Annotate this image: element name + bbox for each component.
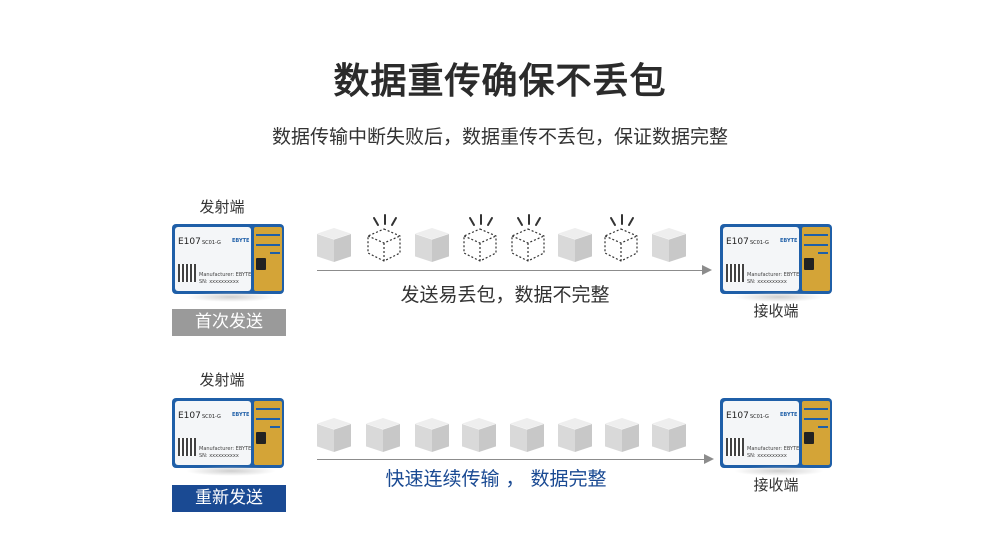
arrow-head-icon xyxy=(704,454,714,464)
module-model: E107 xyxy=(178,411,201,421)
module-manufacturer: Manufacturer: EBYTE xyxy=(199,446,252,452)
qr-code-icon xyxy=(726,264,744,282)
module-sn: SN: xxxxxxxxxx xyxy=(199,279,239,285)
module-brand: EBYTE xyxy=(232,412,250,418)
module-manufacturer: Manufacturer: EBYTE xyxy=(747,272,800,278)
module-brand: EBYTE xyxy=(780,238,798,244)
receiver-module: E107 SC01-G EBYTE Manufacturer: EBYTE SN… xyxy=(720,224,832,294)
module-model: E107 xyxy=(726,237,749,247)
sender-label: 发射端 xyxy=(199,371,245,389)
dashed-cube-icon xyxy=(462,227,498,263)
dashed-cube-icon xyxy=(510,227,546,263)
module-manufacturer: Manufacturer: EBYTE xyxy=(747,446,800,452)
module-sub: SC01-G xyxy=(202,414,221,420)
resend-button[interactable]: 重新发送 xyxy=(172,485,286,512)
cube-icon xyxy=(605,418,639,452)
receiver-label: 接收端 xyxy=(753,302,799,320)
module-manufacturer: Manufacturer: EBYTE xyxy=(199,272,252,278)
module-sn: SN: xxxxxxxxxx xyxy=(747,453,787,459)
receiver-label: 接收端 xyxy=(753,476,799,494)
arrow-right-icon xyxy=(317,459,707,460)
cube-icon xyxy=(652,418,686,452)
qr-code-icon xyxy=(178,438,196,456)
alert-marks-icon xyxy=(514,213,544,232)
dashed-cube-icon xyxy=(603,227,639,263)
cube-icon xyxy=(558,418,592,452)
page-title: 数据重传确保不丢包 xyxy=(333,61,667,102)
module-model: E107 xyxy=(726,411,749,421)
first-send-button[interactable]: 首次发送 xyxy=(172,309,286,336)
dashed-cube-icon xyxy=(366,227,402,263)
module-model: E107 xyxy=(178,237,201,247)
cube-icon xyxy=(317,228,351,262)
qr-code-icon xyxy=(178,264,196,282)
module-shadow xyxy=(734,292,824,302)
arrow-right-icon xyxy=(317,270,705,271)
module-sn: SN: xxxxxxxxxx xyxy=(199,453,239,459)
alert-marks-icon xyxy=(466,213,496,232)
cube-icon xyxy=(317,418,351,452)
receiver-module: E107 SC01-G EBYTE Manufacturer: EBYTE SN… xyxy=(720,398,832,468)
sender-module: E107 SC01-G EBYTE Manufacturer: EBYTE SN… xyxy=(172,398,284,468)
module-shadow xyxy=(186,292,276,302)
cube-icon xyxy=(558,228,592,262)
module-brand: EBYTE xyxy=(232,238,250,244)
module-brand: EBYTE xyxy=(780,412,798,418)
arrow-head-icon xyxy=(702,265,712,275)
cube-icon xyxy=(510,418,544,452)
module-sn: SN: xxxxxxxxxx xyxy=(747,279,787,285)
alert-marks-icon xyxy=(370,213,400,232)
alert-marks-icon xyxy=(607,213,637,232)
module-shadow xyxy=(734,466,824,476)
cube-icon xyxy=(415,418,449,452)
cube-icon xyxy=(462,418,496,452)
sender-module: E107 SC01-G EBYTE Manufacturer: EBYTE SN… xyxy=(172,224,284,294)
qr-code-icon xyxy=(726,438,744,456)
cube-icon xyxy=(652,228,686,262)
module-shadow xyxy=(186,466,276,476)
cube-icon xyxy=(415,228,449,262)
row2-caption: 快速连续传输 ， 数据完整 xyxy=(385,468,607,490)
sender-label: 发射端 xyxy=(199,198,245,216)
module-sub: SC01-G xyxy=(750,414,769,420)
module-sub: SC01-G xyxy=(750,240,769,246)
module-sub: SC01-G xyxy=(202,240,221,246)
cube-icon xyxy=(366,418,400,452)
page-subtitle: 数据传输中断失败后，数据重传不丢包，保证数据完整 xyxy=(271,126,728,148)
row1-caption: 发送易丢包，数据不完整 xyxy=(400,284,610,306)
